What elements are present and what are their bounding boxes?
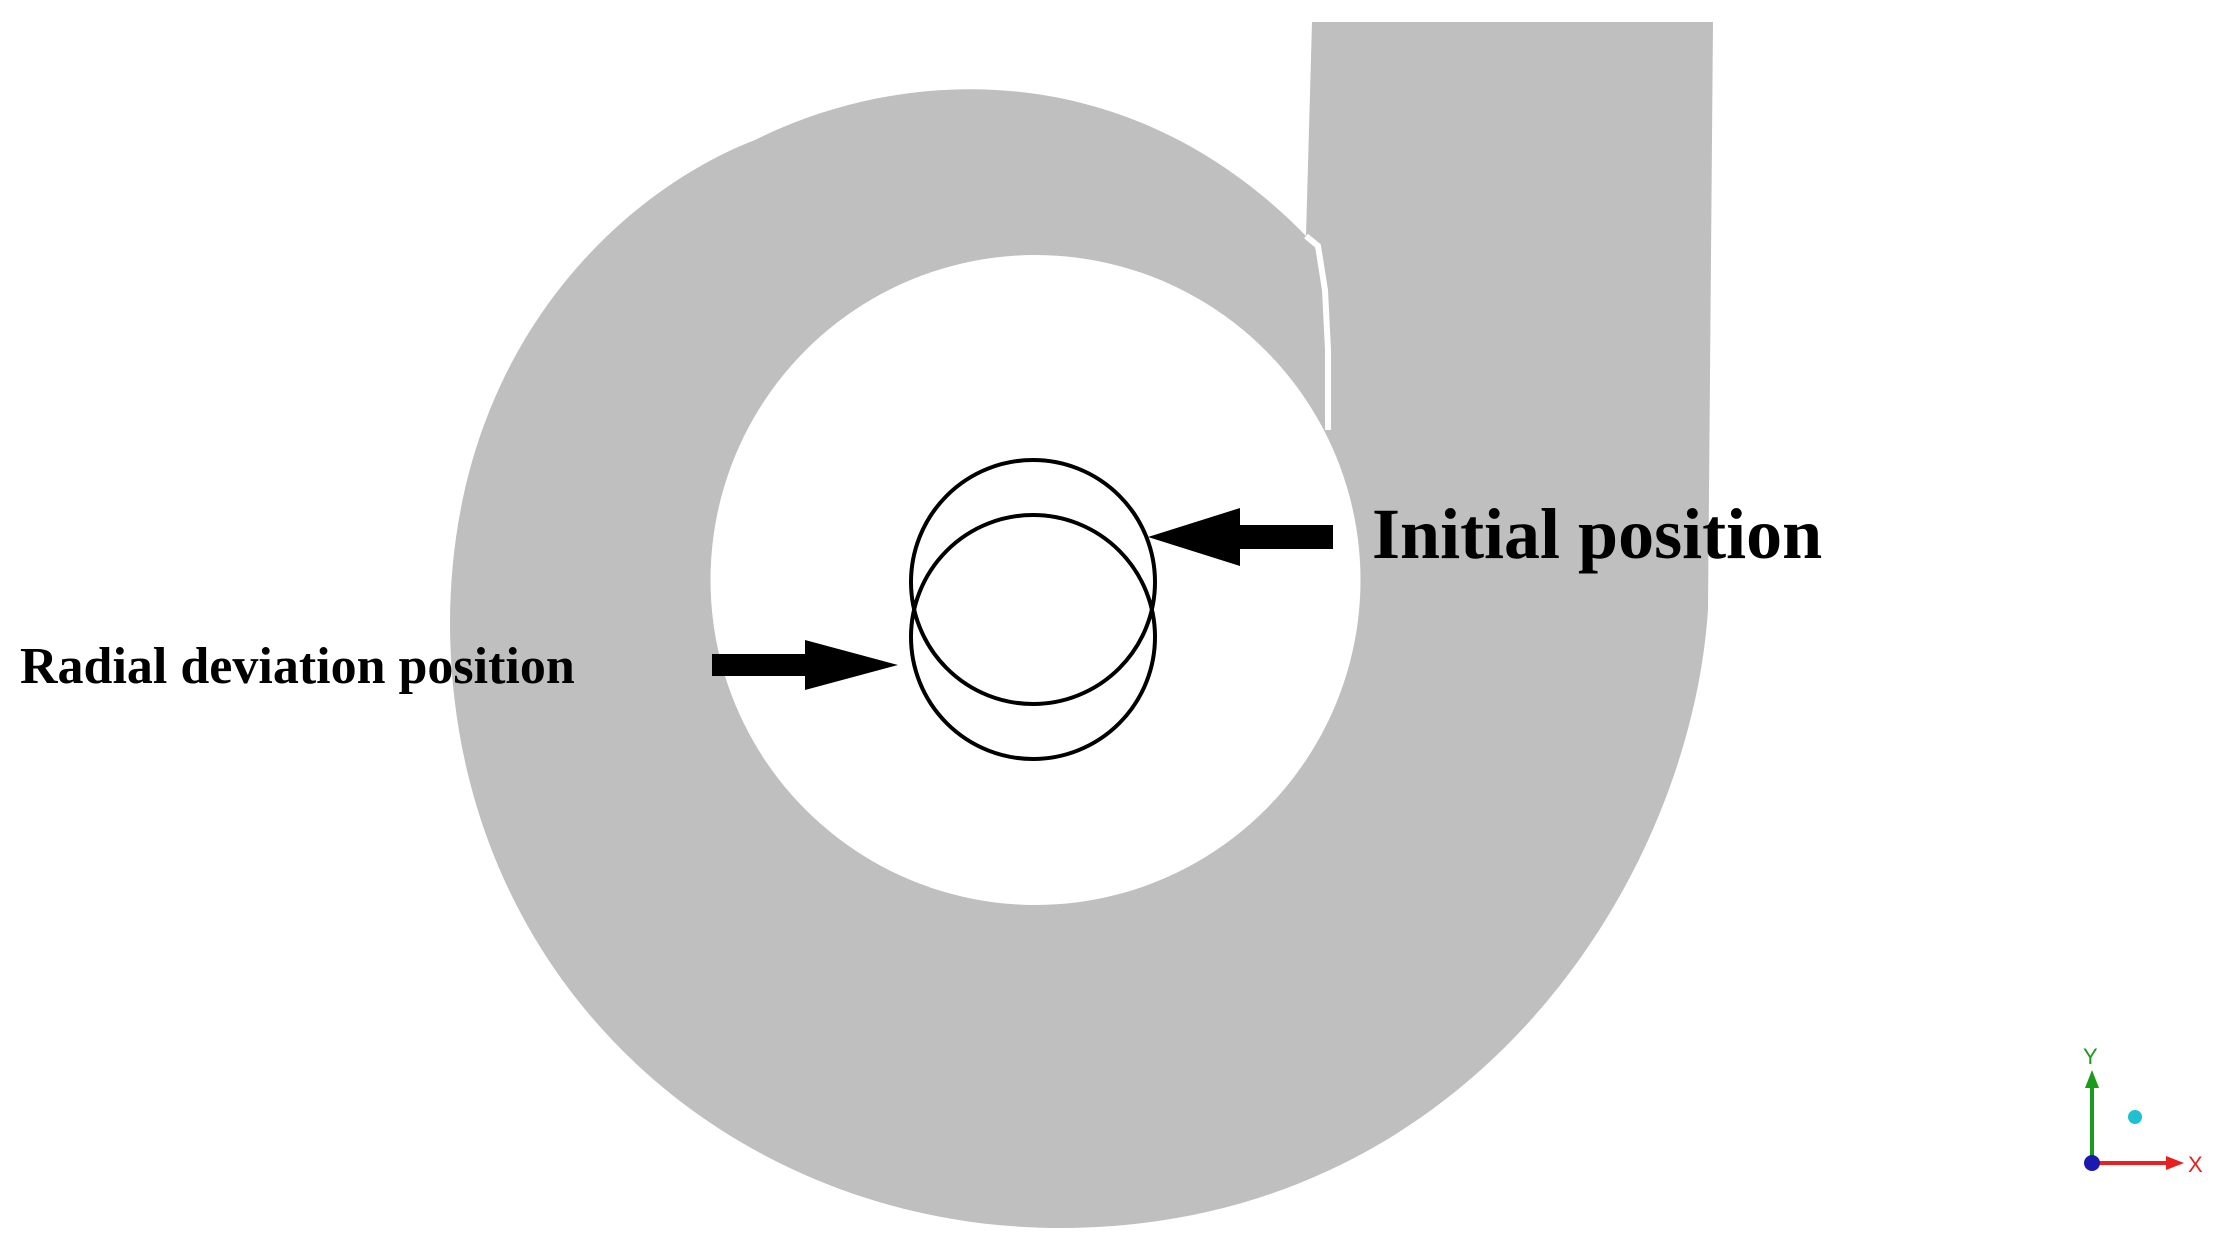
volute-casing bbox=[450, 22, 1713, 1229]
axis-y-label: Y bbox=[2083, 1044, 2098, 1069]
radial-deviation-label: Radial deviation position bbox=[20, 638, 575, 695]
radial-deviation-arrow-icon bbox=[712, 640, 898, 690]
axis-x-label: X bbox=[2188, 1152, 2203, 1177]
volute-tongue-gap bbox=[1304, 233, 1331, 430]
initial-position-label: Initial position bbox=[1372, 494, 1822, 574]
initial-position-arrow-icon bbox=[1148, 508, 1333, 566]
initial-position-circle bbox=[909, 458, 1157, 706]
axis-triad: Y X bbox=[2083, 1044, 2203, 1177]
axis-point-icon bbox=[2128, 1110, 2142, 1124]
axis-origin-icon bbox=[2084, 1155, 2100, 1171]
radial-deviation-circle bbox=[909, 513, 1157, 761]
